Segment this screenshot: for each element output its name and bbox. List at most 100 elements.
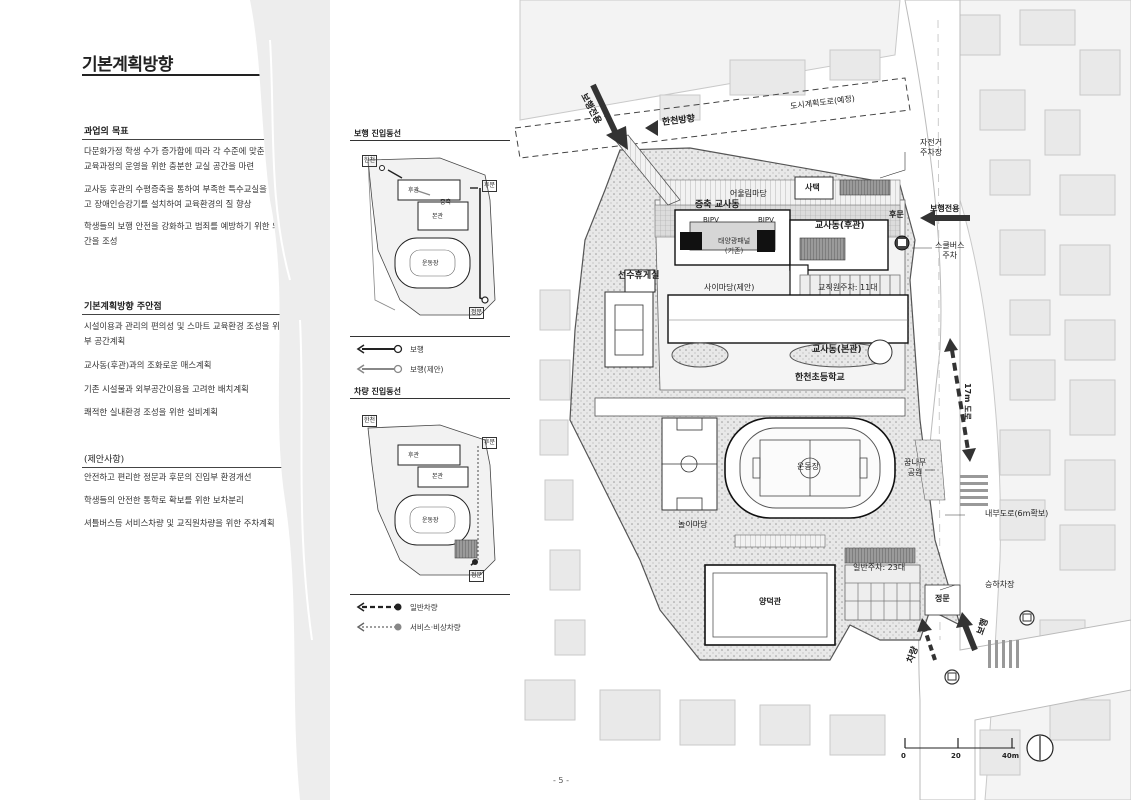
bus-stop-icon (1019, 610, 1035, 626)
label-dropoff: 승하차장 (985, 580, 1015, 589)
goal-paragraph-3: 학생들의 보행 안전을 강화하고 범죄를 예방하기 위한 외부공간을 조성 (84, 221, 296, 246)
label-side-yard: 사이마당(제안) (704, 283, 755, 292)
ped-arrow-s (962, 623, 978, 652)
bipv-panel (757, 230, 775, 252)
scale-tick-20: 20 (951, 752, 961, 760)
parking-stall-lines (845, 582, 920, 620)
label-play-yard: 놀이마당 (678, 520, 708, 529)
gym-inner (712, 572, 828, 638)
parking-canopy (844, 547, 916, 564)
surrounding-blocks (519, 0, 1131, 800)
legend-walk: 보행 (410, 345, 424, 354)
main-building (667, 294, 909, 344)
pitch-box (676, 497, 703, 511)
label-bike-parking: 자전거 주차장 (920, 138, 943, 157)
road-centerline (937, 19, 941, 641)
section-rule (82, 314, 297, 315)
legend-general-vehicle: 일반차량 (410, 603, 438, 612)
pitch-box (676, 417, 703, 431)
goal-area (859, 457, 868, 479)
label-bipv-1: BIPV (703, 216, 719, 224)
title-rule (82, 74, 297, 76)
vehicle-arrow (923, 629, 937, 661)
vehicle-arrowhead (917, 618, 932, 632)
label-road-width: 17m 도로 (963, 383, 972, 420)
mini-veh-hancheon: 한천 (362, 415, 378, 427)
bus-icon (898, 239, 906, 246)
label-school-name: 한천초등학교 (795, 373, 845, 383)
ped-only-arrow-nw (590, 83, 621, 140)
rear-building-roof (799, 237, 846, 261)
river-band (250, 0, 330, 800)
section-heading-goals: 과업의 목표 (84, 127, 129, 137)
mini-veh-back-gate: 후문 (482, 437, 498, 449)
mini-ped-rear-bldg: 후관 (408, 187, 420, 194)
goal-area (752, 457, 761, 479)
label-harmony-yard: 어울림마당 (730, 189, 767, 198)
text-column: 기본계획방향 과업의 목표 다문화가정 학생 수가 증가함에 따라 각 수준에 … (0, 0, 330, 800)
road-arrowhead-down (962, 448, 976, 462)
focus-paragraph-1: 시설이용과 관리의 편의성 및 스마트 교육환경 조성을 위한 내부 공간계획 (84, 321, 298, 346)
section-heading-proposal: (제안사항) (84, 455, 125, 465)
mini-map-vehicle (367, 424, 496, 576)
ped-legend-icons (356, 344, 403, 374)
page-number: - 5 - (553, 776, 569, 785)
label-warehouse: 사택 (805, 183, 820, 192)
mini-veh-rear-bldg: 후관 (408, 452, 420, 459)
ped-arrowhead-s (956, 612, 973, 628)
tennis-court (604, 291, 654, 368)
focus-paragraph-4: 쾌적한 실내환경 조성을 위한 설비계획 (84, 407, 218, 417)
label-field: 운동장 (797, 462, 820, 471)
label-athlete-lounge: 선수휴게실 (618, 271, 660, 281)
bus-stop-icon-inner (1022, 613, 1032, 622)
legend-service-vehicle: 서비스·비상차량 (410, 623, 461, 632)
mini-map-pedestrian (367, 157, 496, 316)
mini-ped-front-gate: 정문 (469, 307, 485, 319)
general-parking (844, 564, 921, 621)
mini-map-ped-title: 보행 진입동선 (354, 129, 401, 138)
scale-tick-40: 40m (1002, 752, 1020, 760)
label-main-bldg: 교사동(본관) (812, 345, 862, 355)
planned-road (514, 77, 911, 159)
legend-walk-proposed: 보행(제안) (410, 365, 444, 374)
label-extension-bldg: 증축 교사동 (695, 200, 740, 210)
mini-ped-back-gate: 후문 (482, 180, 498, 192)
label-rear-bldg: 교사동(후관) (815, 221, 865, 231)
label-general-parking: 일반주차: 23대 (853, 563, 906, 572)
road-arrowhead-up (944, 338, 958, 352)
label-gym: 양덕관 (759, 597, 782, 606)
goal-paragraph-1: 다문화가정 학생 수가 증가함에 따라 각 수준에 맞춘 한국어 교육과정의 운… (84, 146, 291, 171)
internal-road-band (594, 397, 906, 417)
mini-ped-hancheon: 한천 (362, 155, 378, 167)
page-title: 기본계획방향 (82, 55, 173, 75)
ped-only-arrowhead-nw (606, 126, 628, 150)
bike-parking-area (839, 179, 891, 196)
section-rule (82, 467, 297, 468)
mini-veh-field: 운동장 (422, 517, 439, 524)
mini-veh-front-gate: 정문 (469, 570, 485, 582)
bipv-panel (680, 232, 702, 250)
scale-tick-0: 0 (901, 752, 906, 760)
bus-stop-icon-inner (947, 672, 957, 681)
section-heading-focus: 기본계획방향 주안점 (84, 302, 162, 312)
warehouse-building (794, 176, 834, 200)
scale-bar (904, 738, 1015, 749)
label-solar: 태양광패널 (기존) (718, 237, 751, 255)
veh-legend-icons (356, 602, 402, 632)
leader-lines (879, 152, 965, 591)
ped-only-arrowhead-e (920, 210, 935, 226)
mini-ped-extension: 증축 (440, 199, 452, 206)
mini-map-veh-title: 차량 진입동선 (354, 387, 401, 396)
round-structure (867, 339, 893, 365)
label-dream-park: 꿈나무 공원 (904, 458, 927, 477)
bus-stop-icon (944, 669, 960, 685)
field-center-circle (799, 457, 821, 479)
label-back-gate: 후문 (889, 210, 904, 219)
road-width-arrow (950, 349, 970, 451)
mini-rule (350, 336, 510, 337)
front-gate-area (924, 584, 961, 616)
pitch-center-circle (680, 455, 698, 473)
label-bipv-2: BIPV (758, 216, 774, 224)
proposal-paragraph-1: 안전하고 편리한 정문과 후문의 진입부 환경개선 (84, 472, 252, 482)
